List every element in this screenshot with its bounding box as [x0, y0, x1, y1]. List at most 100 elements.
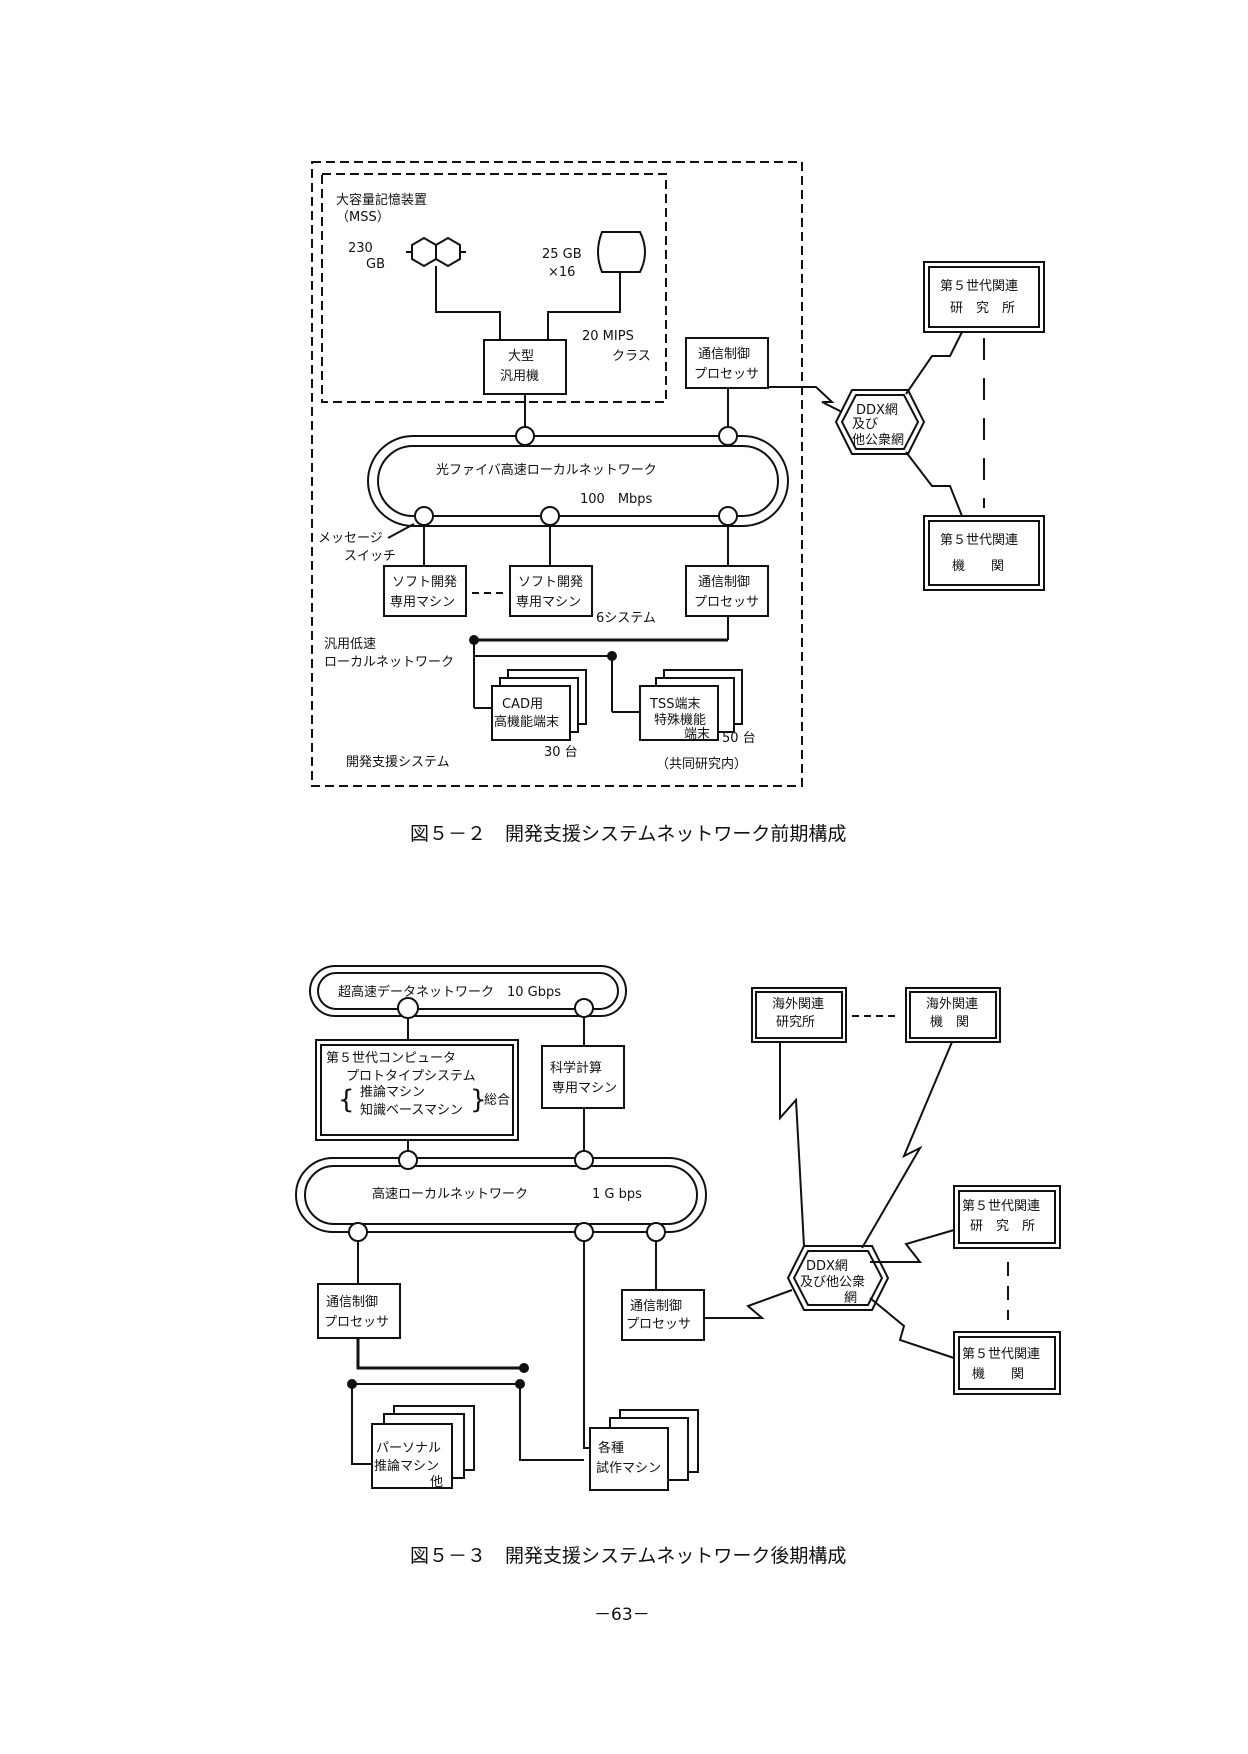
soft-dev-1-label-2: 専用マシン — [390, 595, 455, 610]
high-speed-lan-ring — [295, 1157, 707, 1233]
ddx-2-label-3: 網 — [844, 1291, 857, 1306]
page-number: －63－ — [594, 1605, 650, 1625]
cad-terminal-label-2: 高機能端末 — [494, 714, 559, 730]
prototype-machine-label-1: 各種 — [598, 1440, 624, 1456]
comm-processor-right-label-1: 通信制御 — [630, 1299, 682, 1314]
soft-dev-2-label-2: 専用マシン — [516, 595, 581, 610]
tss-terminal-label-2: 特殊機能 — [654, 713, 706, 728]
scientific-computing-label-2: 専用マシン — [552, 1081, 617, 1096]
ring-connection-nodes — [414, 426, 738, 526]
mss-title: 大容量記憶装置 — [336, 192, 427, 208]
ddx-label-3: 他公衆網 — [852, 432, 904, 448]
comm-processor-1-label-1: 通信制御 — [698, 347, 750, 362]
gen5-brace-left: { — [338, 1085, 355, 1115]
comm-processor-right-label-2: プロセッサ — [626, 1317, 691, 1332]
personal-machine-label-3: 他 — [430, 1475, 443, 1490]
figure-5-3 — [295, 965, 1061, 1491]
overseas-org-label-2: 機 関 — [930, 1015, 969, 1030]
gen5-brace-right: } — [470, 1085, 487, 1115]
ring-connection-nodes-2 — [348, 997, 666, 1242]
personal-machine-label-1: パーソナル — [376, 1441, 441, 1456]
mips-class-label: クラス — [612, 349, 651, 364]
ddx-label-1: DDX網 — [856, 403, 898, 418]
capacity-230: 230 — [348, 241, 373, 256]
fifth-gen-lab-box-1 — [923, 261, 1045, 333]
figure-5-2 — [311, 161, 1045, 787]
fifth-gen-org-box-1 — [923, 515, 1045, 591]
capacity-25gb: 25 GB — [542, 247, 582, 262]
message-switch-label-1: メッセージ — [318, 531, 383, 546]
caption-figure-5-2: 図５－２ 開発支援システムネットワーク前期構成 — [410, 823, 846, 845]
prototype-machine-label-2: 試作マシン — [596, 1460, 661, 1476]
mss-boundary — [321, 173, 667, 403]
fifth-gen-lab-2-label-1: 第５世代関連 — [962, 1199, 1040, 1214]
disk-storage-icon — [597, 231, 646, 273]
ddx-2-label-1: DDX網 — [806, 1259, 848, 1274]
cad-terminal-stack — [491, 669, 587, 741]
superfast-data-network — [309, 965, 627, 1017]
storage-hexagon-icon — [406, 236, 466, 268]
comm-processor-right-box — [621, 1289, 705, 1341]
scientific-computing-label-1: 科学計算 — [550, 1060, 602, 1076]
ddx-label-2: 及び — [852, 417, 878, 432]
comm-processor-2-label-2: プロセッサ — [694, 595, 759, 610]
scientific-computing-box — [541, 1045, 625, 1109]
lan-ring-label: 高速ローカルネットワーク — [372, 1186, 528, 1202]
comm-processor-left-label-1: 通信制御 — [326, 1295, 378, 1310]
cad-terminal-label-1: CAD用 — [502, 697, 543, 712]
fiber-optic-ring — [367, 435, 789, 527]
gen5-label-3: 推論マシン — [360, 1084, 425, 1100]
comm-processor-1-label-2: プロセッサ — [694, 367, 759, 382]
fifth-gen-lab-1-label-2: 研 究 所 — [950, 301, 1015, 316]
personal-machine-label-2: 推論マシン — [374, 1458, 439, 1474]
dev-support-system-boundary — [311, 161, 803, 787]
lan-ring-speed: 1 G bps — [592, 1187, 642, 1202]
tss-terminal-label-3: 端末 — [684, 727, 710, 742]
fiber-ring-label: 光ファイバ高速ローカルネットワーク — [436, 462, 657, 478]
comm-processor-left-label-2: プロセッサ — [324, 1315, 389, 1330]
gen5-label-4: 知識ベースマシン — [360, 1102, 463, 1118]
ddx-2-label-2: 及び他公衆 — [800, 1274, 865, 1290]
fifth-gen-org-1-label-1: 第５世代関連 — [940, 533, 1018, 548]
fifth-gen-org-box-2 — [953, 1331, 1061, 1395]
soft-dev-1-label-1: ソフト開発 — [392, 575, 457, 590]
superfast-network-label: 超高速データネットワーク 10 Gbps — [338, 984, 561, 1000]
mips-label: 20 MIPS — [582, 329, 634, 344]
mss-subtitle: （MSS） — [336, 210, 390, 225]
cad-count: 30 台 — [544, 745, 578, 760]
overseas-org-box — [905, 987, 1001, 1043]
fifth-gen-lab-2-label-2: 研 究 所 — [970, 1219, 1035, 1234]
overseas-org-label-1: 海外関連 — [926, 997, 978, 1012]
mainframe-label-1: 大型 — [508, 349, 534, 364]
systems-count: 6システム — [596, 611, 656, 626]
fifth-gen-lab-box-2 — [953, 1185, 1061, 1249]
gen5-label-2: プロトタイプシステム — [346, 1069, 476, 1084]
overseas-lab-label-1: 海外関連 — [772, 997, 824, 1012]
tss-terminal-label-1: TSS端末 — [649, 697, 700, 712]
tss-count: 50 台 — [722, 731, 756, 746]
message-switch-label-2: スイッチ — [344, 549, 396, 564]
capacity-x16: ×16 — [548, 265, 575, 280]
fifth-gen-lab-1-label-1: 第５世代関連 — [940, 279, 1018, 294]
fifth-gen-org-2-label-2: 機 関 — [972, 1367, 1024, 1382]
gen5-label-5: 総合 — [484, 1093, 510, 1108]
prototype-machine-stack — [589, 1409, 699, 1491]
joint-research-label: （共同研究内） — [656, 756, 747, 772]
fiber-ring-speed: 100 Mbps — [580, 492, 653, 507]
comm-processor-2-label-1: 通信制御 — [698, 575, 750, 590]
overseas-lab-label-2: 研究所 — [776, 1015, 815, 1030]
overseas-lab-box — [751, 987, 847, 1043]
soft-dev-machine-2-box — [509, 565, 593, 617]
gen5-prototype-box — [315, 1039, 519, 1141]
fifth-gen-org-2-label-1: 第５世代関連 — [962, 1347, 1040, 1362]
tss-terminal-stack — [639, 669, 743, 741]
ddx-network-hexagon-1 — [834, 389, 926, 455]
soft-dev-2-label-1: ソフト開発 — [518, 575, 583, 590]
personal-inference-machine-stack — [371, 1405, 475, 1489]
gen5-label-1: 第５世代コンピュータ — [326, 1051, 456, 1066]
soft-dev-machine-1-box — [383, 565, 467, 617]
low-speed-lan-label-1: 汎用低速 — [324, 637, 376, 652]
caption-figure-5-3: 図５－３ 開発支援システムネットワーク後期構成 — [410, 1545, 846, 1567]
low-speed-lan-label-2: ローカルネットワーク — [324, 655, 454, 670]
